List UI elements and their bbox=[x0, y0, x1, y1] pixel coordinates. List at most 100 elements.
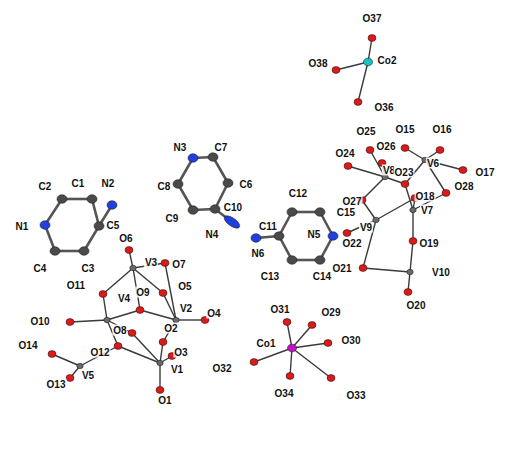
atom-ellipsoid bbox=[210, 205, 220, 214]
atom-label: V7 bbox=[420, 205, 434, 216]
atom-label: O29 bbox=[321, 307, 342, 318]
atom-ellipsoid bbox=[173, 180, 183, 189]
bond-line bbox=[412, 210, 413, 241]
atom-ellipsoid bbox=[161, 260, 169, 267]
bond-line bbox=[118, 346, 160, 363]
atom-label: O37 bbox=[362, 13, 383, 24]
bond-line bbox=[348, 166, 385, 177]
atom-label: N4 bbox=[205, 229, 220, 240]
atom-label: O17 bbox=[475, 167, 496, 178]
atom-label: C12 bbox=[288, 188, 308, 199]
atom-ellipsoid bbox=[332, 67, 340, 74]
atom-ellipsoid bbox=[94, 222, 104, 231]
atom-label: C3 bbox=[81, 263, 96, 274]
atom-label: O15 bbox=[395, 124, 416, 135]
bond-line bbox=[292, 343, 328, 348]
atom-label: O14 bbox=[18, 340, 39, 351]
atom-label: C5 bbox=[106, 220, 121, 231]
atom-label: N6 bbox=[251, 248, 266, 259]
bond-line bbox=[292, 325, 312, 348]
atom-label: N1 bbox=[15, 221, 30, 232]
atom-label: C9 bbox=[165, 213, 180, 224]
atom-ellipsoid bbox=[66, 319, 74, 326]
atom-label: C14 bbox=[312, 271, 332, 282]
atom-label: N3 bbox=[173, 142, 188, 153]
atom-label: C10 bbox=[223, 202, 243, 213]
atom-ellipsoid bbox=[130, 265, 136, 270]
atom-ellipsoid bbox=[208, 153, 218, 162]
atom-label: Co2 bbox=[377, 55, 398, 66]
bond-line bbox=[103, 294, 107, 320]
atom-ellipsoid bbox=[409, 238, 417, 245]
atom-ellipsoid bbox=[354, 99, 362, 106]
atom-label: O13 bbox=[46, 379, 67, 390]
atom-label: O2 bbox=[163, 323, 178, 334]
atom-label: V1 bbox=[170, 364, 184, 375]
atom-ellipsoid bbox=[128, 330, 136, 337]
atom-ellipsoid bbox=[404, 289, 412, 296]
bond-line bbox=[336, 62, 368, 70]
atom-ellipsoid bbox=[459, 167, 467, 174]
atom-ellipsoid bbox=[156, 387, 164, 394]
atom-label: O22 bbox=[342, 238, 363, 249]
atom-label: O20 bbox=[406, 300, 427, 311]
atom-label: V4 bbox=[117, 293, 131, 304]
atoms bbox=[40, 35, 467, 394]
atom-ellipsoid bbox=[188, 154, 198, 163]
atom-ellipsoid bbox=[407, 269, 413, 274]
atom-label: V3 bbox=[144, 257, 158, 268]
atom-ellipsoid bbox=[104, 317, 110, 322]
atom-ellipsoid bbox=[328, 232, 338, 241]
bond-line bbox=[176, 319, 205, 320]
atom-ellipsoid bbox=[287, 208, 297, 217]
atom-label: O23 bbox=[394, 167, 415, 178]
bonds bbox=[45, 38, 463, 390]
atom-label: O1 bbox=[157, 395, 172, 406]
atom-ellipsoid bbox=[287, 256, 297, 265]
atom-ellipsoid bbox=[366, 147, 374, 154]
atom-label: O27 bbox=[342, 196, 363, 207]
atom-ellipsoid bbox=[315, 256, 325, 265]
bond-line bbox=[140, 310, 176, 320]
atom-label: O18 bbox=[415, 191, 436, 202]
atom-label: O12 bbox=[90, 347, 111, 358]
bond-line bbox=[103, 268, 133, 294]
bond-line bbox=[363, 268, 410, 272]
atom-label: C2 bbox=[38, 181, 53, 192]
atom-ellipsoid bbox=[250, 359, 258, 366]
atom-label: O38 bbox=[308, 58, 329, 69]
atom-ellipsoid bbox=[40, 221, 50, 230]
atom-label: O5 bbox=[177, 281, 192, 292]
atom-ellipsoid bbox=[324, 340, 332, 347]
atom-label: O26 bbox=[376, 141, 397, 152]
atom-label: C7 bbox=[214, 142, 229, 153]
atom-ellipsoid bbox=[48, 351, 56, 358]
bond-line bbox=[376, 198, 415, 220]
atom-label: O24 bbox=[335, 148, 356, 159]
atom-label: O25 bbox=[356, 126, 377, 137]
atom-label: C1 bbox=[71, 178, 86, 189]
atom-ellipsoid bbox=[359, 265, 367, 272]
atom-label: O34 bbox=[274, 388, 295, 399]
atom-ellipsoid bbox=[364, 58, 373, 66]
atom-label: O32 bbox=[212, 363, 233, 374]
atom-ellipsoid bbox=[274, 232, 284, 241]
atom-ellipsoid bbox=[315, 208, 325, 217]
atom-ellipsoid bbox=[125, 247, 133, 254]
atom-ellipsoid bbox=[442, 190, 450, 197]
atom-label: V2 bbox=[179, 303, 193, 314]
bond-line bbox=[290, 348, 292, 376]
atom-label: O6 bbox=[118, 233, 133, 244]
atom-label: O10 bbox=[30, 316, 51, 327]
atom-label: O33 bbox=[346, 390, 367, 401]
atom-ellipsoid bbox=[99, 291, 107, 298]
bond-line bbox=[254, 348, 292, 362]
atom-label: N5 bbox=[307, 229, 322, 240]
atom-label: V9 bbox=[359, 222, 373, 233]
atom-ellipsoid bbox=[50, 247, 60, 256]
atom-ellipsoid bbox=[188, 206, 198, 215]
atom-label: O28 bbox=[454, 181, 475, 192]
atom-label: O4 bbox=[206, 308, 221, 319]
atom-ellipsoid bbox=[107, 201, 117, 210]
atom-label: Co1 bbox=[256, 338, 277, 349]
